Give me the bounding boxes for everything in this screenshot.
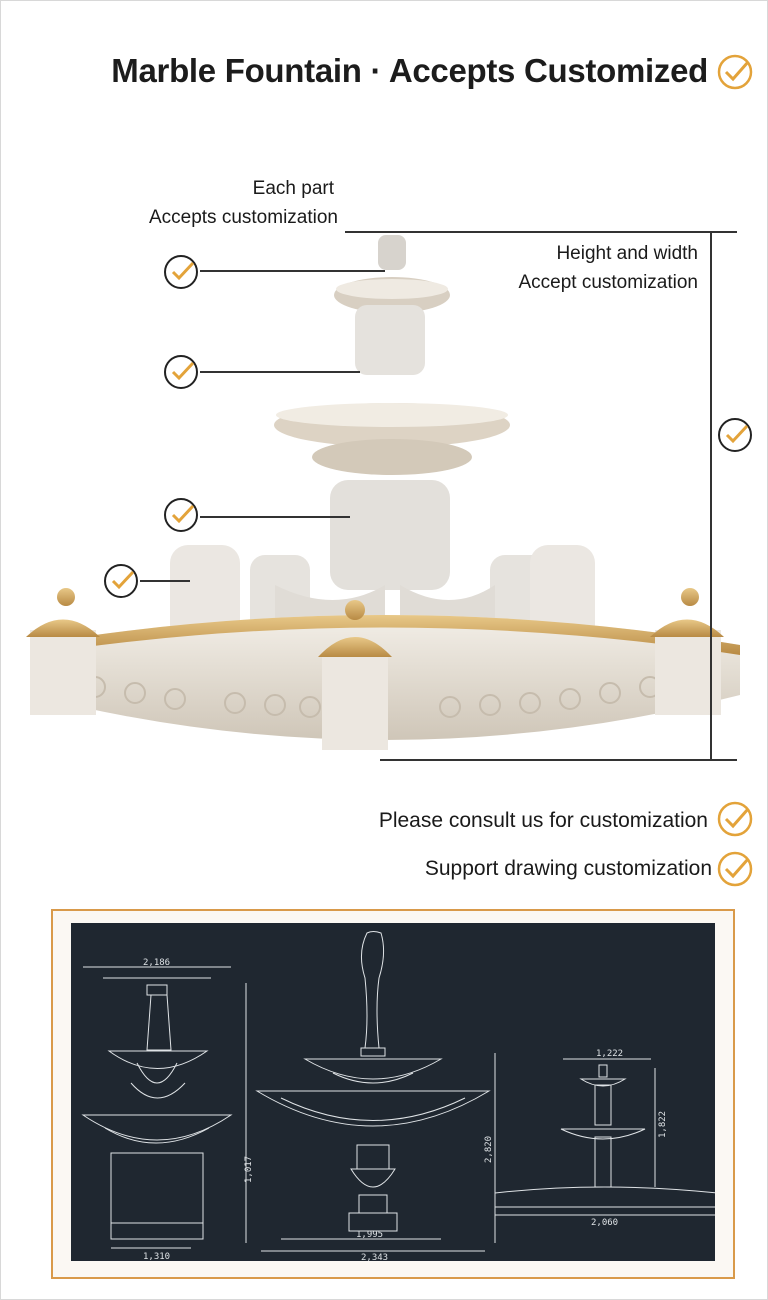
dim-middle-total: 2,343 <box>361 1253 388 1261</box>
dim-middle-height: 2,820 <box>484 1136 494 1163</box>
each-part-label-line2: Accepts customization <box>148 207 338 228</box>
leader-line <box>200 516 350 518</box>
dim-left-height: 1,017 <box>244 1156 254 1183</box>
cad-fountain-right <box>494 1058 718 1216</box>
page-title: Marble Fountain · Accepts Customized <box>111 52 708 89</box>
cad-drawing: 2,186 1,310 1,017 1,995 2,343 2,820 <box>71 923 718 1263</box>
height-dimension-line <box>710 231 712 761</box>
bottom-dimension-line <box>380 759 737 761</box>
top-dimension-line <box>345 231 737 233</box>
dim-left-top: 2,186 <box>143 958 170 968</box>
drawing-note: Support drawing customization <box>424 857 712 880</box>
height-width-label-line2: Accept customization <box>518 272 698 293</box>
check-circle-icon <box>717 801 753 837</box>
check-circle-icon <box>164 498 198 532</box>
check-circle-icon <box>718 418 752 452</box>
check-circle-icon <box>164 255 198 289</box>
each-part-label-line1: Each part <box>252 178 334 199</box>
dim-right-top: 1,222 <box>596 1049 623 1059</box>
cad-drawing-frame: 2,186 1,310 1,017 1,995 2,343 2,820 <box>51 909 735 1279</box>
consult-note: Please consult us for customization <box>378 809 708 832</box>
check-circle-icon <box>164 355 198 389</box>
marble-fountain-image <box>26 235 740 750</box>
check-circle-icon <box>717 54 753 90</box>
check-circle-icon <box>104 564 138 598</box>
dim-middle-inner: 1,995 <box>356 1230 383 1240</box>
cad-fountain-middle <box>255 931 496 1252</box>
leader-line <box>140 580 190 582</box>
height-width-label-line1: Height and width <box>556 243 698 264</box>
dim-left-base: 1,310 <box>143 1252 170 1261</box>
leader-line <box>200 371 360 373</box>
leader-line <box>200 270 385 272</box>
cad-fountain-left <box>81 966 247 1249</box>
check-circle-icon <box>717 851 753 887</box>
dim-right-base: 2,060 <box>591 1218 618 1228</box>
dim-right-height: 1,822 <box>658 1111 668 1138</box>
